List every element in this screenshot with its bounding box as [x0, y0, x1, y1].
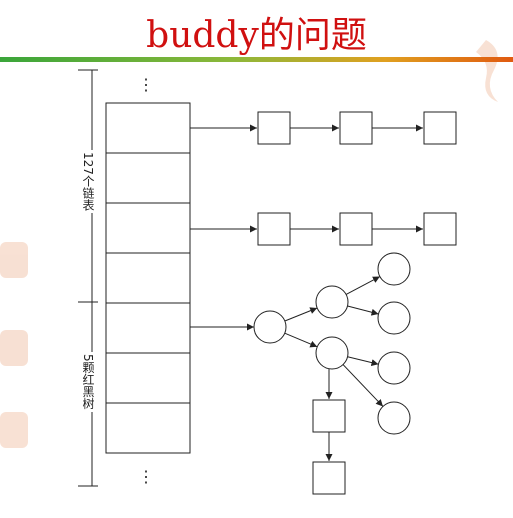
- tree-leaf: [377, 252, 411, 286]
- array-cell: [105, 352, 191, 404]
- tree-leaf: [377, 401, 411, 435]
- decorative-stamp-icon: [0, 242, 28, 278]
- tree-edge: [347, 356, 379, 366]
- tree-edge: [284, 332, 318, 348]
- background-decoration: [0, 40, 498, 448]
- array-cell: [105, 152, 191, 204]
- tree-edge: [347, 305, 379, 316]
- tree-node: [315, 285, 349, 319]
- page-title: buddy的问题: [146, 15, 367, 56]
- list-node: [339, 111, 373, 145]
- upper-bracket-label: 127个链表: [81, 150, 95, 213]
- tree-edge: [342, 364, 384, 407]
- decorative-swirl-icon: [476, 40, 498, 102]
- list-node: [339, 212, 373, 246]
- array-cell: [105, 402, 191, 454]
- tree-leaf: [377, 351, 411, 385]
- tree-node: [315, 336, 349, 370]
- tree-leaf: [377, 301, 411, 335]
- array-cell: [105, 202, 191, 254]
- array-cell: [105, 302, 191, 354]
- ellipsis-bottom: ⋮: [138, 467, 154, 486]
- decorative-stamp-icon: [0, 330, 28, 366]
- decorative-stamp-icon: [0, 412, 28, 448]
- chain-node: [312, 399, 346, 433]
- chain-node: [312, 461, 346, 495]
- lower-bracket-label: 5颗红黑树: [81, 352, 95, 412]
- list-node: [257, 111, 291, 145]
- list-node: [423, 212, 457, 246]
- list-node: [257, 212, 291, 246]
- array-cell: [105, 252, 191, 304]
- array-cell: [105, 102, 191, 154]
- list-node: [423, 111, 457, 145]
- tree-edge: [345, 276, 381, 295]
- tree-edge: [284, 307, 318, 322]
- ellipsis-top: ⋮: [138, 75, 154, 94]
- tree-node: [253, 310, 287, 344]
- title-underline: [0, 57, 513, 62]
